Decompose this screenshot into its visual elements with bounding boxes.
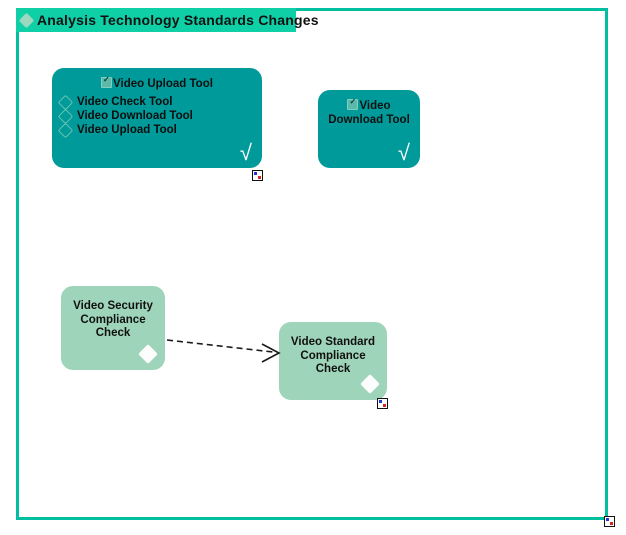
grouping-diamond-icon [18, 12, 35, 28]
diagram-title: Analysis Technology Standards Changes [37, 12, 319, 28]
diamond-bullet-icon [57, 94, 74, 110]
list-item[interactable]: Video Upload Tool [57, 122, 193, 138]
list-item-label: Video Upload Tool [77, 123, 177, 136]
diamond-icon [138, 344, 158, 364]
node-title-text: Video Download Tool [328, 100, 410, 126]
list-item-label: Video Download Tool [77, 109, 193, 122]
check-badge-icon [347, 97, 359, 110]
node-title: Video Download Tool [318, 90, 420, 127]
node-video-download-tool[interactable]: Video Download Tool √ [318, 90, 420, 168]
node-video-security-compliance-check[interactable]: Video Security Compliance Check [61, 286, 165, 370]
diagram-frame-title-bar[interactable]: Analysis Technology Standards Changes [16, 8, 319, 32]
child-element-list: Video Check Tool Video Download Tool Vid… [57, 94, 193, 138]
selection-handle-video-upload-tool-group[interactable] [252, 170, 263, 181]
diamond-bullet-icon [57, 108, 74, 124]
check-badge-icon [101, 75, 113, 88]
check-mark-icon: √ [239, 140, 252, 165]
node-title: Video Upload Tool [52, 68, 262, 92]
node-title: Video Security Compliance Check [73, 300, 153, 339]
selection-handle-video-standard-compliance-check[interactable] [377, 398, 388, 409]
list-item[interactable]: Video Check Tool [57, 94, 193, 110]
node-video-upload-tool-group[interactable]: Video Upload Tool Video Check Tool Video… [52, 68, 262, 168]
list-item-label: Video Check Tool [77, 95, 173, 108]
node-title-text: Video Upload Tool [113, 78, 213, 90]
diamond-bullet-icon [57, 122, 74, 138]
node-video-standard-compliance-check[interactable]: Video Standard Compliance Check [279, 322, 387, 400]
list-item[interactable]: Video Download Tool [57, 108, 193, 124]
diamond-icon [360, 374, 380, 394]
selection-handle-diagram-frame[interactable] [604, 516, 615, 527]
check-mark-icon: √ [397, 140, 410, 165]
node-title: Video Standard Compliance Check [290, 336, 376, 375]
